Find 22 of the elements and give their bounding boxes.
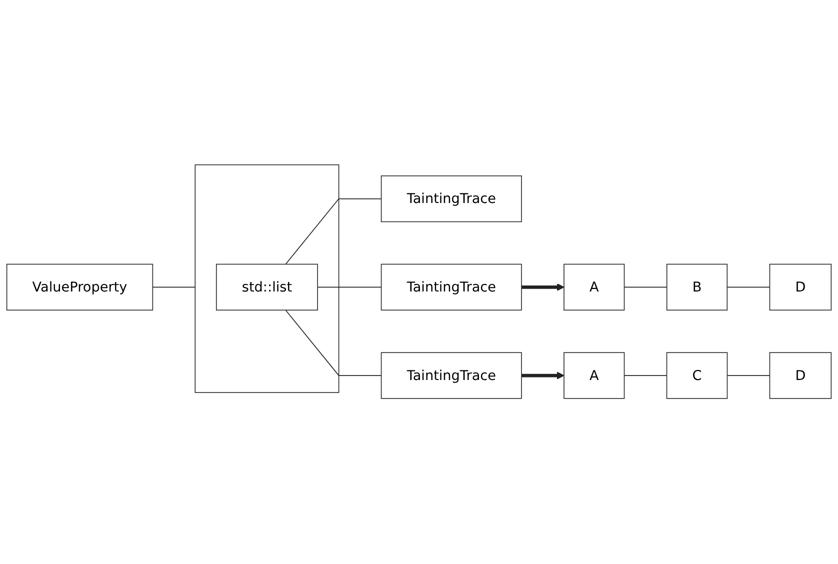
- arrow: [522, 372, 564, 380]
- node-box: ValueProperty: [6, 264, 154, 311]
- connector: [317, 287, 382, 288]
- node-box: std::list: [216, 264, 318, 311]
- connector: [726, 287, 770, 288]
- connector: [152, 287, 196, 288]
- connector: [285, 310, 382, 376]
- node-box: TaintingTrace: [380, 264, 522, 311]
- connector: [624, 375, 668, 376]
- connector: [285, 198, 382, 265]
- connector: [624, 287, 668, 288]
- cluster: [194, 164, 340, 394]
- node-box: TaintingTrace: [380, 176, 522, 223]
- node-box: C: [666, 352, 728, 400]
- node-box: A: [564, 352, 625, 400]
- node-box: B: [666, 264, 728, 311]
- node-box: D: [769, 352, 832, 400]
- arrow: [522, 284, 564, 292]
- node-box: A: [564, 264, 625, 311]
- connector: [726, 375, 770, 376]
- node-box: D: [769, 264, 832, 311]
- node-box: TaintingTrace: [380, 352, 522, 400]
